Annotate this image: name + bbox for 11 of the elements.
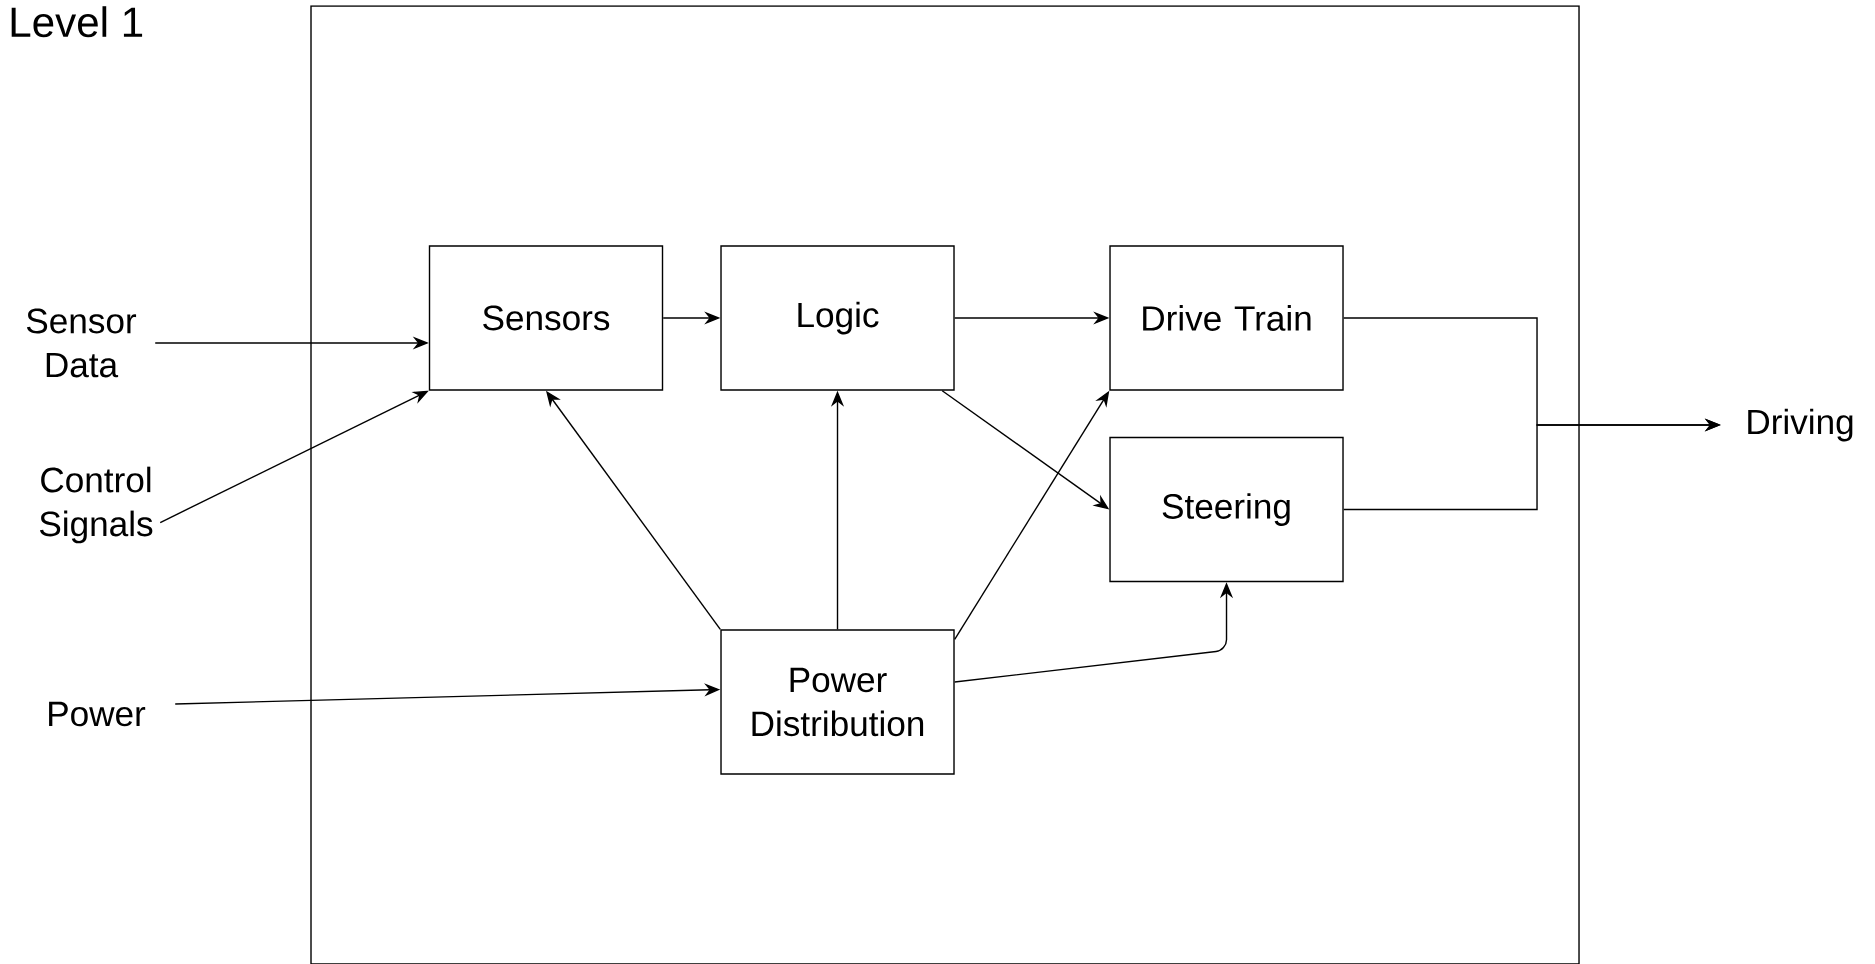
system-boundary [310,5,1580,964]
signal-label: Power [49,701,146,727]
process-box: Steering [1109,436,1344,583]
title: Level 1 [11,6,143,38]
signal-label: Driving [1748,408,1853,442]
signal-label: Sensor Data [26,308,137,378]
signal-label: Control Signals [39,466,153,544]
process-box: Power Distribution [720,629,955,775]
process-box: Logic [720,245,955,391]
process-box: Sensors [428,245,664,391]
process-box: Drive Train [1109,245,1344,391]
